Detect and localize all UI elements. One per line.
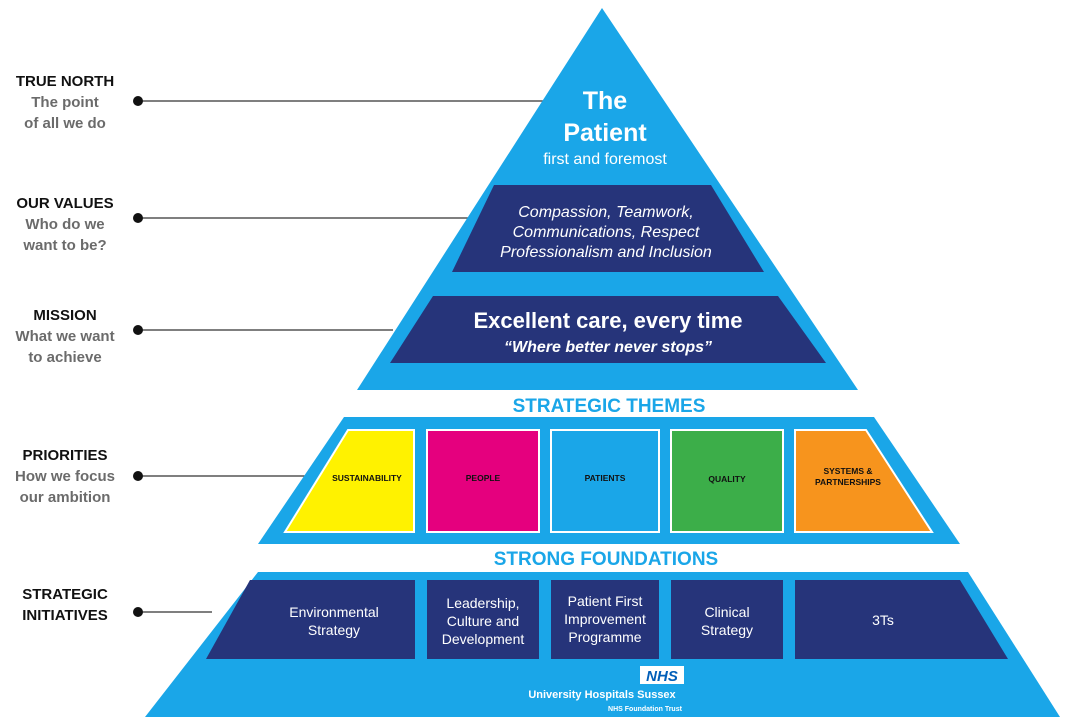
initiative-patient-first-line-1: Patient First bbox=[568, 593, 643, 609]
initiative-3ts-block bbox=[795, 580, 1008, 659]
label-mission-heading: MISSION bbox=[33, 307, 97, 324]
level-connectors bbox=[138, 100, 545, 613]
label-true-north-heading: TRUE NORTH bbox=[15, 73, 115, 90]
theme-systems-label-1: SYSTEMS & bbox=[823, 466, 872, 476]
initiative-patient-first-line-3: Programme bbox=[568, 629, 641, 645]
mission-line-2: “Where better never stops” bbox=[504, 339, 712, 356]
foundations-heading: STRONG FOUNDATIONS bbox=[494, 549, 718, 570]
dot-initiatives bbox=[133, 607, 143, 617]
label-true-north-sub-1: The point bbox=[31, 94, 99, 111]
label-priorities-sub-1: How we focus bbox=[14, 468, 115, 485]
nhs-logo-box bbox=[640, 666, 684, 684]
theme-quality-label: QUALITY bbox=[708, 474, 746, 484]
themes-heading: STRATEGIC THEMES bbox=[513, 396, 706, 417]
label-initiatives: STRATEGIC INITIATIVES bbox=[0, 584, 130, 626]
label-values: OUR VALUES Who do we want to be? bbox=[0, 193, 130, 256]
label-true-north: TRUE NORTH The point of all we do bbox=[0, 71, 130, 134]
label-priorities-sub-2: our ambition bbox=[19, 489, 111, 506]
initiative-clinical-block bbox=[671, 580, 783, 659]
dot-priorities bbox=[133, 471, 143, 481]
label-mission: MISSION What we want to achieve bbox=[0, 305, 130, 368]
initiative-patient-first-line-2: Improvement bbox=[564, 611, 646, 627]
theme-patients-label: PATIENTS bbox=[585, 473, 626, 483]
theme-sustainability-label: SUSTAINABILITY bbox=[332, 473, 402, 483]
initiative-environmental-line-2: Strategy bbox=[308, 622, 360, 638]
initiative-leadership-block bbox=[427, 580, 539, 659]
label-true-north-sub-2: of all we do bbox=[24, 115, 106, 132]
label-values-sub-2: want to be? bbox=[23, 237, 107, 254]
label-initiatives-heading-2: INITIATIVES bbox=[22, 607, 108, 624]
theme-people-block bbox=[426, 429, 540, 533]
label-initiatives-heading: STRATEGIC bbox=[22, 586, 108, 603]
dot-values bbox=[133, 213, 143, 223]
nhs-logo: NHS bbox=[640, 666, 684, 685]
initiative-leadership-line-1: Leadership, bbox=[446, 595, 519, 611]
values-line-1: Compassion, Teamwork, bbox=[518, 204, 693, 221]
initiative-patient-first-block bbox=[551, 580, 659, 659]
theme-quality-block bbox=[670, 429, 784, 533]
theme-patients-block bbox=[550, 429, 660, 533]
label-priorities: PRIORITIES How we focus our ambition bbox=[0, 445, 130, 508]
dot-true-north bbox=[133, 96, 143, 106]
theme-systems-block bbox=[794, 429, 934, 533]
values-line-3: Professionalism and Inclusion bbox=[500, 244, 712, 261]
initiative-leadership-line-3: Development bbox=[442, 631, 525, 647]
apex-line-1: The bbox=[583, 87, 628, 115]
values-band bbox=[452, 185, 764, 272]
values-line-2: Communications, Respect bbox=[513, 224, 700, 241]
org-name: University Hospitals Sussex bbox=[528, 689, 676, 701]
label-mission-sub-2: to achieve bbox=[28, 349, 102, 366]
initiative-environmental-block bbox=[206, 580, 415, 659]
label-priorities-heading: PRIORITIES bbox=[22, 447, 108, 464]
apex-line-3: first and foremost bbox=[543, 151, 667, 168]
trust-name: NHS Foundation Trust bbox=[608, 706, 683, 713]
initiative-clinical-line-1: Clinical bbox=[704, 604, 749, 620]
theme-people-label: PEOPLE bbox=[466, 473, 501, 483]
theme-systems-label-2: PARTNERSHIPS bbox=[815, 477, 881, 487]
initiative-leadership-line-2: Culture and bbox=[447, 613, 519, 629]
dot-mission bbox=[133, 325, 143, 335]
label-mission-sub-1: What we want bbox=[15, 328, 115, 345]
initiative-environmental-line-1: Environmental bbox=[289, 604, 379, 620]
apex-line-2: Patient bbox=[563, 119, 647, 147]
nhs-logo-text: NHS bbox=[646, 668, 678, 685]
initiative-clinical-line-2: Strategy bbox=[701, 622, 753, 638]
connector-dots bbox=[133, 96, 143, 617]
mission-band bbox=[390, 296, 826, 363]
initiative-3ts-label: 3Ts bbox=[872, 612, 894, 628]
theme-sustainability-block bbox=[283, 429, 415, 533]
mission-line-1: Excellent care, every time bbox=[473, 308, 742, 333]
label-values-heading: OUR VALUES bbox=[16, 195, 114, 212]
label-values-sub-1: Who do we bbox=[25, 216, 105, 233]
